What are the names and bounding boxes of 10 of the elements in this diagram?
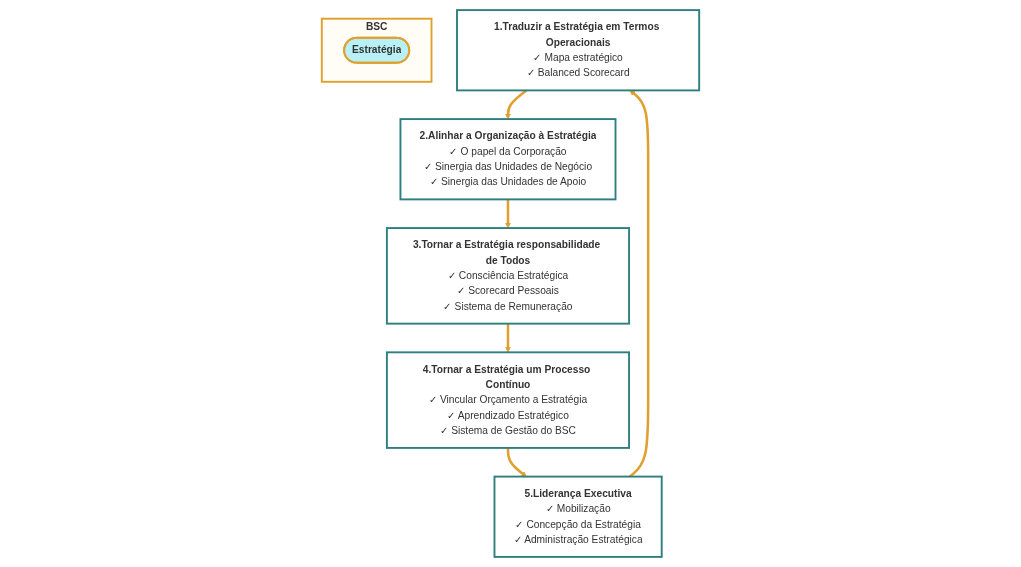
arrow xyxy=(506,447,527,477)
node-box: 3.Tornar a Estratégia responsabilidade de Todos ✓ Consciência Estratégica ✓ Scorecard Pessoais ✓ Sistema de Remuneração xyxy=(385,227,631,325)
arrow xyxy=(505,323,511,353)
node-box: 1.Traduzir a Estratégia em Termos Operacionais ✓ Mapa estratégico ✓ Balanced Scorecard xyxy=(456,9,701,92)
node-box: 4.Tornar a Estratégia um Processo Contínuo ✓ Vincular Orçamento a Estratégia ✓ Aprendizado Estratégico ✓ Sistema de Gestão do BSC xyxy=(385,351,631,449)
arrow xyxy=(505,199,511,229)
node-box: 5.Liderança Executiva ✓ Mobilização ✓ Concepção da Estratégia ✓ Administração Estratégica xyxy=(493,475,663,558)
node-box: 2.Alinhar a Organização à Estratégia ✓ O papel da Corporação ✓ Sinergia das Unidades de Negócio ✓ Sinergia das Unidades de Apoio xyxy=(399,118,617,201)
arrow xyxy=(628,90,650,478)
arrow xyxy=(505,89,528,120)
